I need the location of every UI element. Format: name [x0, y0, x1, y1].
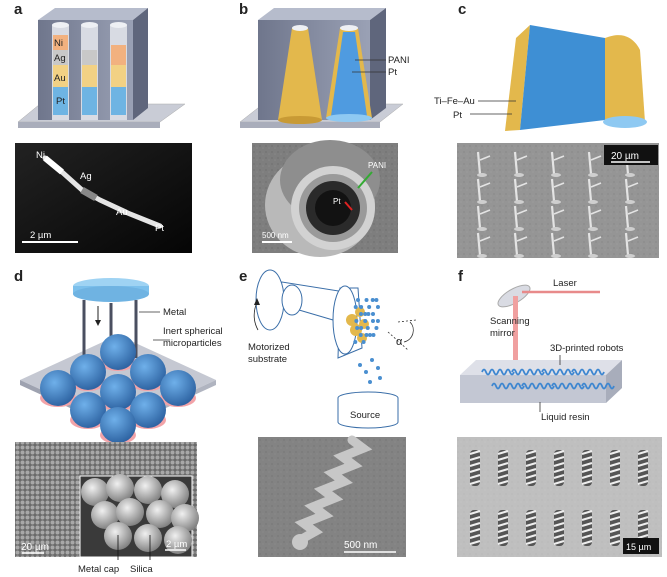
micro-b-pani: PANI	[368, 161, 386, 170]
panel-letter-f: f	[458, 268, 463, 285]
panel-letter-c: c	[458, 1, 467, 18]
label-metal: Metal	[163, 307, 186, 318]
panel-a-micrograph: Ni Ag Au Pt 2 µm	[15, 143, 192, 253]
panel-a-diagram: Ni Ag Au Pt	[17, 8, 186, 128]
label-mirror: mirror	[490, 328, 515, 339]
layer-au-label: Au	[54, 73, 66, 84]
micro-a-pt: Pt	[155, 223, 164, 234]
layer-ag-label: Ag	[54, 53, 66, 64]
panel-letter-e: e	[239, 268, 248, 285]
inset-scale-d: 2 µm	[166, 539, 187, 550]
panel-letter-a: a	[14, 1, 23, 18]
label-metal-cap: Metal cap	[78, 564, 119, 575]
label-source: Source	[350, 410, 380, 421]
label-ti-fe-au: Ti–Fe–Au	[434, 96, 475, 107]
scale-bar-c: 20 µm	[611, 151, 639, 162]
panel-c-micrograph: 20 µm	[457, 143, 659, 258]
label-3d-robots: 3D-printed robots	[550, 343, 624, 354]
label-substrate: substrate	[248, 354, 287, 365]
scale-bar-f: 15 µm	[626, 542, 651, 552]
label-inert-1: Inert spherical	[163, 326, 223, 337]
panel-f-diagram: Laser Scanning mirror 3D-printed robots …	[460, 278, 624, 423]
micro-a-ni: Ni	[36, 150, 45, 161]
scale-bar-a: 2 µm	[30, 230, 51, 241]
panel-f-micrograph: 15 µm	[457, 437, 662, 557]
scale-bar-b: 500 nm	[262, 231, 289, 240]
label-pani: PANI	[388, 55, 409, 66]
micro-b-pt: Pt	[333, 197, 341, 206]
label-inert-2: microparticles	[163, 338, 222, 349]
layer-ni-label: Ni	[54, 38, 63, 49]
label-scanning: Scanning	[490, 316, 530, 327]
label-motorized: Motorized	[248, 342, 290, 353]
label-pt-b: Pt	[388, 67, 397, 78]
label-liquid-resin: Liquid resin	[541, 412, 590, 423]
label-laser: Laser	[553, 278, 577, 289]
label-pt-c: Pt	[453, 110, 462, 121]
panel-b-diagram: PANI Pt	[239, 8, 409, 128]
panel-d-micrograph: 2 µm 20 µm Metal cap Silica	[15, 442, 199, 575]
panel-e-micrograph: 500 nm	[258, 435, 406, 557]
panel-e-diagram: α Source Motorized substrate	[248, 269, 417, 429]
panel-d-diagram: Metal Inert spherical microparticles	[20, 278, 223, 444]
micro-a-au: Au	[116, 207, 128, 218]
micro-a-ag: Ag	[80, 171, 92, 182]
label-alpha: α	[396, 336, 403, 348]
panel-b-micrograph: PANI Pt 500 nm	[252, 140, 398, 257]
panel-letter-d: d	[14, 268, 24, 285]
panel-letter-b: b	[239, 1, 249, 18]
scale-bar-e: 500 nm	[344, 540, 377, 551]
label-silica: Silica	[130, 564, 153, 575]
panel-c-diagram: Ti–Fe–Au Pt	[434, 25, 647, 131]
scale-bar-d: 20 µm	[21, 542, 49, 553]
layer-pt-label: Pt	[56, 96, 65, 107]
